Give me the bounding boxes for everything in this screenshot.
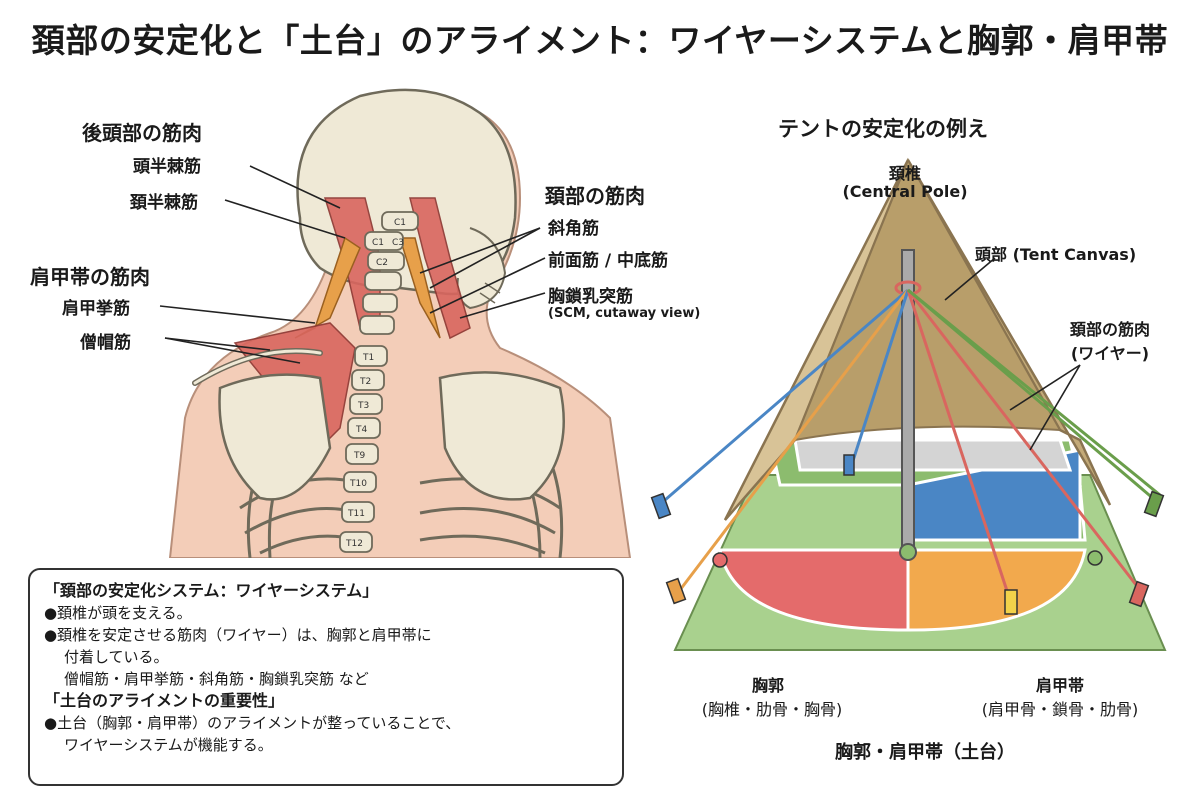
shoulder-girdle-label: 肩甲帯: [1035, 676, 1084, 695]
spine: [339, 211, 419, 553]
thorax-label: 胸郭: [751, 676, 784, 695]
vertebra-label: T2: [359, 377, 371, 387]
vertebra-label: T4: [355, 425, 367, 435]
vertebra-label: C2: [376, 258, 388, 268]
tent-pegs: [650, 454, 1165, 615]
shoulder-girdle-muscles-heading: 肩甲帯の筋肉: [30, 265, 150, 289]
neck-anatomy-illustration: C1 C1 C3 C2 T1 T2 T3 T4 T9 T10 T11 T12: [159, 88, 632, 558]
summary-heading-alignment: 「土台のアライメントの重要性」: [44, 691, 285, 710]
vertebra-label: T3: [357, 401, 369, 411]
vertebra-label: C1: [394, 218, 406, 228]
summary-line: 僧帽筋・肩甲挙筋・斜角筋・胸鎖乳突筋 など: [64, 670, 369, 688]
leader-lines: [159, 165, 546, 364]
summary-line: ワイヤーシステムが機能する。: [64, 736, 273, 754]
scalene-muscle: [409, 197, 471, 340]
base-sectors: [718, 438, 1087, 632]
posterior-head-muscles-heading: 後頭部の筋肉: [82, 121, 202, 145]
thorax-sub-label: (胸椎・肋骨・胸骨): [701, 700, 843, 719]
scm-label: 胸鎖乳突筋: [548, 287, 633, 307]
wire-label: 頚部の筋肉: [1069, 320, 1150, 339]
summary-line: ●土台（胸郭・肩甲帯）のアライメントが整っていることで、: [44, 714, 461, 732]
summary-box: 「頚部の安定化システム：ワイヤーシステム」 ●頚椎が頭を支える。 ●頚椎を安定さ…: [28, 568, 624, 786]
pole-label: 頚椎: [888, 164, 921, 183]
wires: [664, 288, 1161, 601]
canvas-label: 頭部 (Tent Canvas): [975, 245, 1137, 264]
trapezius-label: 僧帽筋: [80, 333, 131, 353]
semispinalis-cervicis-label: 頚半棘筋: [130, 193, 198, 213]
vertebra-label: T12: [345, 539, 363, 549]
right-scapula: [438, 371, 565, 501]
left-scapula: [218, 373, 332, 501]
tent-leader-lines: [944, 257, 1081, 451]
vertebra-label: T9: [353, 451, 365, 461]
vertebra-labels: C1 C1 C3 C2 T1 T2 T3 T4 T9 T10 T11 T12: [345, 218, 406, 549]
shoulder-girdle-sub-label: (肩甲骨・鎖骨・肋骨): [981, 700, 1139, 719]
scalenes-label: 斜角筋: [548, 219, 599, 239]
tent-analogy-diagram: [650, 157, 1167, 651]
page-title: 頚部の安定化と「土台」のアライメント：ワイヤーシステムと胸郭・肩甲帯: [31, 21, 1169, 60]
summary-heading-wire-system: 「頚部の安定化システム：ワイヤーシステム」: [44, 581, 379, 600]
tent-analogy-title: テントの安定化の例え: [778, 117, 988, 141]
anterior-muscles-label: 前面筋 / 中底筋: [548, 251, 669, 271]
levator-scapulae-label: 肩甲挙筋: [62, 299, 130, 319]
semispinalis-capitis-label: 頭半棘筋: [133, 157, 201, 177]
neck-muscles-heading: 頚部の筋肉: [545, 184, 645, 208]
summary-line: ●頚椎を安定させる筋肉（ワイヤー）は、胸郭と肩甲帯に: [44, 626, 432, 644]
wire-sub-label: (ワイヤー): [1070, 344, 1150, 363]
vertebra-label: C3: [392, 238, 404, 248]
vertebra-label: T11: [347, 509, 365, 519]
vertebra-label: T10: [349, 479, 367, 489]
scm-note: (SCM, cutaway view): [548, 306, 701, 321]
foundation-label: 胸郭・肩甲帯（土台）: [835, 742, 1015, 763]
summary-line: 付着している。: [64, 648, 169, 666]
summary-line: ●頚椎が頭を支える。: [44, 604, 192, 622]
pole-sub-label: (Central Pole): [842, 182, 968, 201]
vertebra-label: T1: [362, 353, 374, 363]
vertebra-label: C1: [372, 238, 384, 248]
